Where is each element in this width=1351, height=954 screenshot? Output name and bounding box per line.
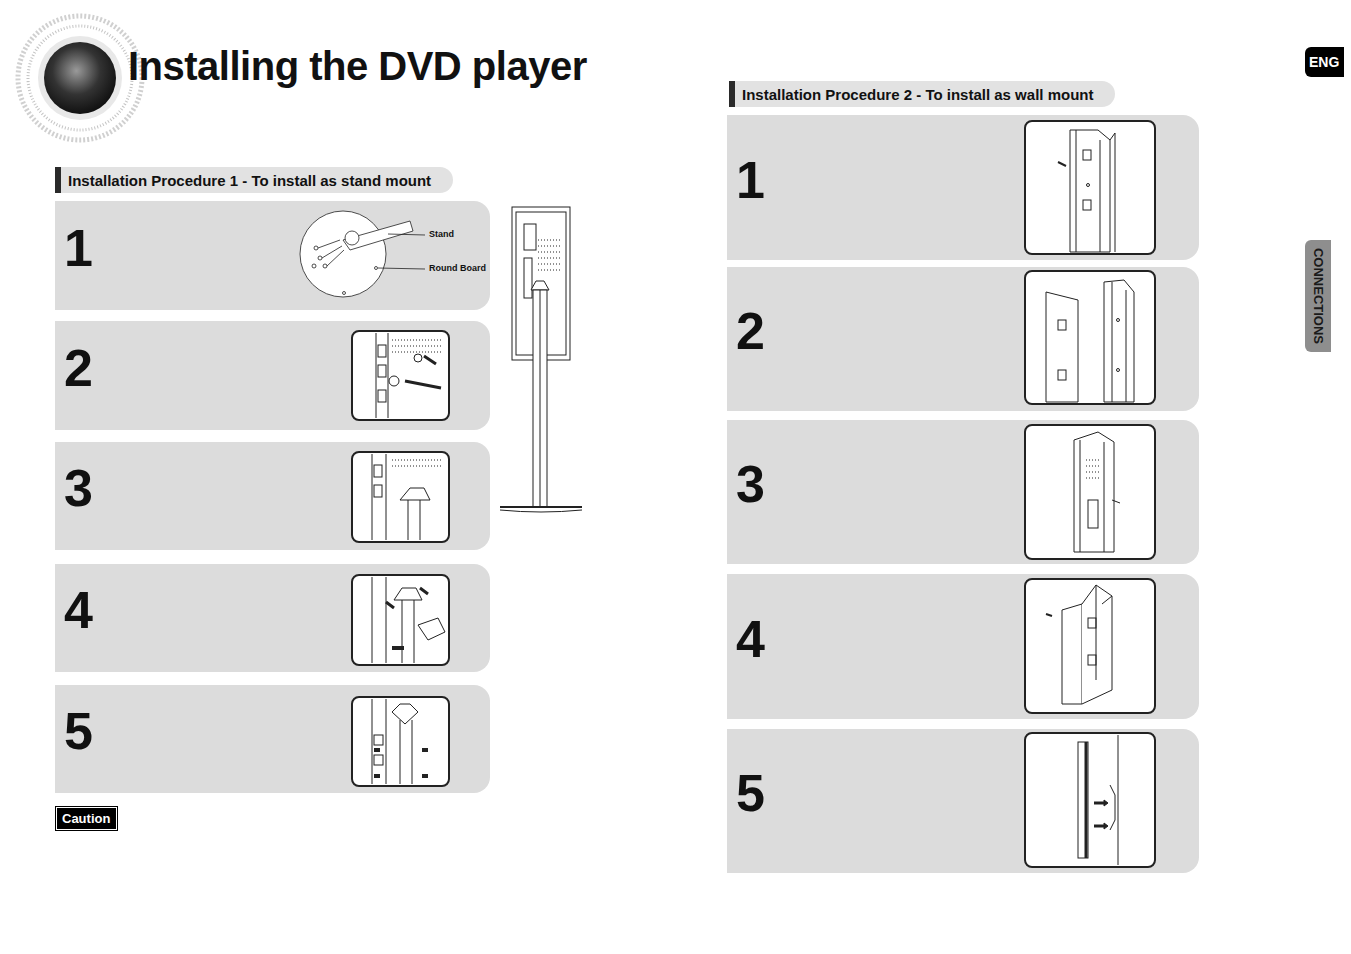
step-number: 5 xyxy=(64,705,93,757)
heading-text: Installation Procedure 2 - To install as… xyxy=(735,86,1093,103)
step-number: 4 xyxy=(736,613,765,665)
step-number: 5 xyxy=(736,767,765,819)
part-label: Stand xyxy=(429,229,454,239)
wall-bracket-drawing xyxy=(1025,425,1155,559)
speaker-emblem xyxy=(18,16,142,140)
chapter-tab: CONNECTIONS xyxy=(1305,240,1331,352)
wall-bracket-drawing xyxy=(1025,733,1155,867)
wall-bracket-drawing xyxy=(1025,121,1155,254)
tab-text: ENG xyxy=(1309,54,1339,70)
step-number: 1 xyxy=(64,222,93,274)
caution-badge: Caution xyxy=(55,806,118,831)
step-drawing xyxy=(352,575,449,665)
section-heading: Installation Procedure 2 - To install as… xyxy=(729,81,1115,107)
step-panel: 1 xyxy=(55,201,490,310)
step-number: 2 xyxy=(64,342,93,394)
step-number: 2 xyxy=(736,305,765,357)
step-number: 3 xyxy=(736,458,765,510)
section-heading: Installation Procedure 1 - To install as… xyxy=(55,167,453,193)
step-drawing xyxy=(352,331,449,420)
step-drawing xyxy=(352,452,449,542)
page-title: Installing the DVD player xyxy=(128,44,587,89)
step-number: 3 xyxy=(64,462,93,514)
stand-mount-drawing xyxy=(500,207,582,512)
round-board-drawing xyxy=(300,211,425,297)
wall-bracket-drawing xyxy=(1025,579,1155,713)
step-number: 1 xyxy=(736,154,765,206)
heading-text: Installation Procedure 1 - To install as… xyxy=(61,172,431,189)
wall-bracket-drawing xyxy=(1025,271,1155,404)
step-number: 4 xyxy=(64,584,93,636)
part-label: Round Board xyxy=(429,263,486,273)
step-drawing xyxy=(352,697,449,786)
language-tab: ENG xyxy=(1305,47,1344,77)
caution-text: Caution xyxy=(62,811,111,826)
tab-text: CONNECTIONS xyxy=(1311,248,1326,344)
